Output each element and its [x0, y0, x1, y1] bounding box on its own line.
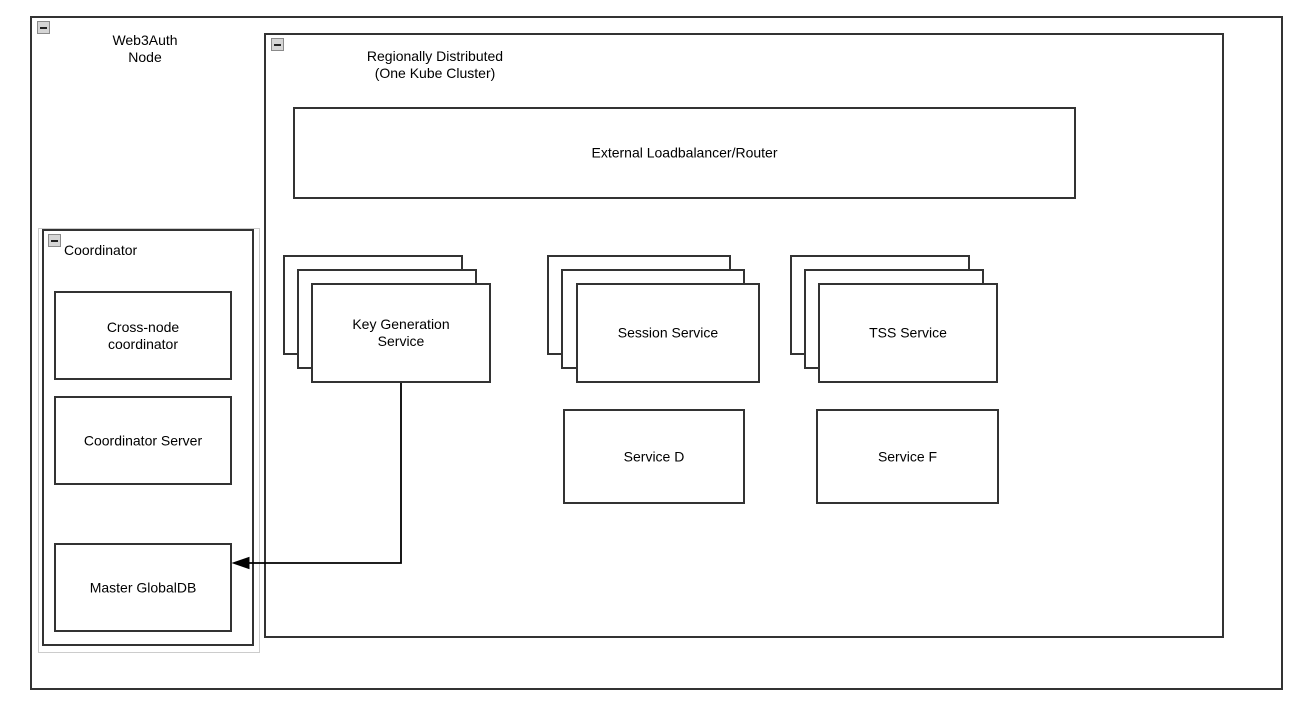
collapse-minus-icon-kube-cluster[interactable]: [271, 38, 284, 51]
container-title-kube-cluster: Regionally Distributed (One Kube Cluster…: [366, 48, 504, 81]
node-master-globaldb[interactable]: Master GlobalDB: [54, 543, 232, 632]
node-service-d[interactable]: Service D: [563, 409, 745, 504]
node-label-session-service: Session Service: [617, 324, 719, 341]
node-label-cross-node-coordinator: Cross-node coordinator: [106, 318, 180, 352]
node-external-loadbalancer-router[interactable]: External Loadbalancer/Router: [293, 107, 1076, 199]
collapse-minus-icon-web3auth-node[interactable]: [37, 21, 50, 34]
container-title-coordinator: Coordinator: [64, 242, 138, 258]
stack-layer-front[interactable]: TSS Service: [818, 283, 998, 383]
node-cross-node-coordinator[interactable]: Cross-node coordinator: [54, 291, 232, 380]
collapse-minus-icon-coordinator[interactable]: [48, 234, 61, 247]
node-label-coordinator-server: Coordinator Server: [83, 432, 203, 448]
node-key-generation-service[interactable]: Key Generation Service: [283, 255, 493, 383]
stack-layer-front[interactable]: Session Service: [576, 283, 760, 383]
node-label-service-d: Service D: [623, 448, 685, 464]
node-label-external-loadbalancer-router: External Loadbalancer/Router: [591, 144, 778, 161]
node-service-f[interactable]: Service F: [816, 409, 999, 504]
node-label-key-generation-service: Key Generation Service: [352, 316, 450, 349]
node-label-service-f: Service F: [877, 448, 938, 464]
node-label-master-globaldb: Master GlobalDB: [89, 579, 197, 595]
node-coordinator-server[interactable]: Coordinator Server: [54, 396, 232, 485]
node-tss-service[interactable]: TSS Service: [790, 255, 1000, 383]
node-session-service[interactable]: Session Service: [547, 255, 761, 383]
container-title-web3auth-node: Web3Auth Node: [112, 32, 178, 65]
node-label-tss-service: TSS Service: [869, 324, 947, 341]
stack-layer-front[interactable]: Key Generation Service: [311, 283, 491, 383]
